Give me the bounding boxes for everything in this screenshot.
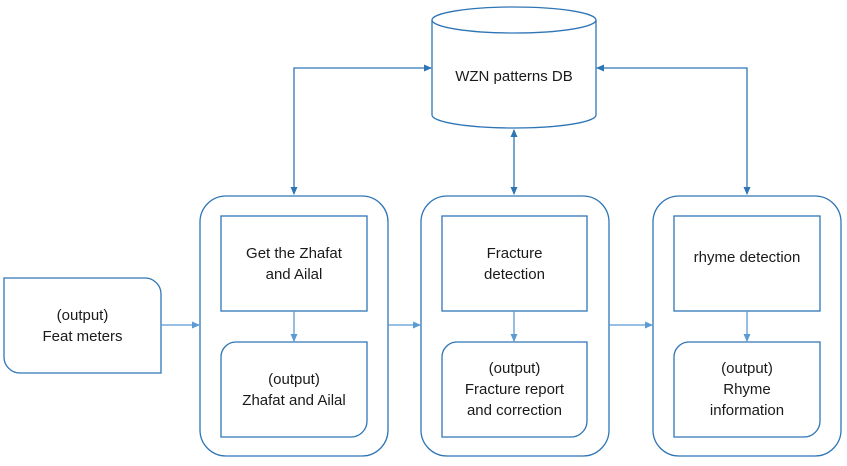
db-label: WZN patterns DB xyxy=(455,67,573,85)
output-label-fracture: (output) Fracture report and correction xyxy=(464,360,565,419)
process-box-zhafat xyxy=(220,215,368,312)
db-link-module-3 xyxy=(596,64,751,195)
db-link-module-1 xyxy=(290,64,432,195)
feat-meters-box xyxy=(3,277,162,374)
output-label-rhyme: (output) Rhyme information xyxy=(709,360,785,419)
output-label-zhafat: (output) Zhafat and Ailal xyxy=(242,370,346,409)
process-label-rhyme: rhyme detection xyxy=(693,249,801,266)
process-box-fracture xyxy=(441,215,588,312)
process-label-zhafat: Get the Zhafat and Ailal xyxy=(246,244,342,283)
process-label-fracture: Fracture detection xyxy=(484,244,545,283)
output-box-zhafat xyxy=(220,341,368,438)
wzn-patterns-db-cylinder xyxy=(431,6,597,129)
output-box-fracture xyxy=(441,341,588,438)
output-box-rhyme xyxy=(673,341,821,438)
input-label: (output) Feat meters xyxy=(42,306,123,345)
